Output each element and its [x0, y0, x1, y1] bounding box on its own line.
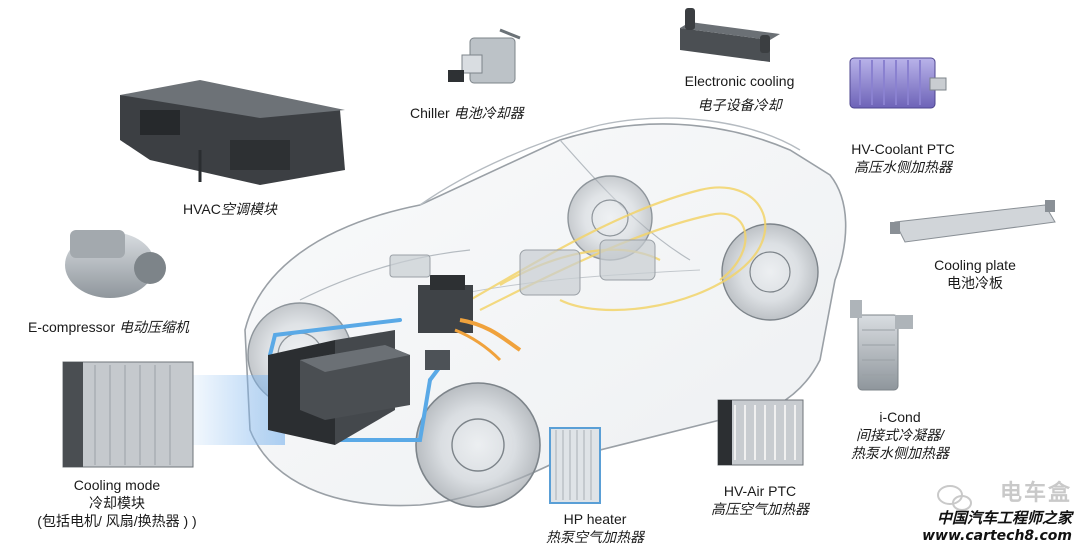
wheel-rear-right — [721, 223, 819, 321]
e-compressor-image — [65, 230, 166, 298]
label-chiller: Chiller 电池冷却器 — [410, 104, 524, 122]
hvac-module-image — [120, 80, 345, 185]
label-i-cond: i-Cond 间接式冷凝器/ 热泵水侧加热器 — [840, 408, 960, 462]
watermark: 电车盒 中国汽车工程师之家 www.cartech8.com — [922, 475, 1072, 544]
label-chiller-en: Chiller — [410, 105, 450, 121]
label-cooling-mode-cn2: (包括电机/ 风扇/换热器 ) ) — [37, 513, 197, 529]
label-hv-coolant-ptc-en: HV-Coolant PTC — [851, 141, 955, 157]
label-hv-air-ptc-cn: 高压空气加热器 — [711, 501, 809, 517]
label-electronic-cooling: Electronic cooling 电子设备冷却 — [672, 72, 807, 114]
label-hvac: HVAC空调模块 — [183, 200, 277, 218]
label-hv-coolant-ptc: HV-Coolant PTC 高压水侧加热器 — [838, 140, 968, 176]
label-cooling-plate-en: Cooling plate — [934, 257, 1016, 273]
label-cooling-mode-en: Cooling mode — [73, 477, 161, 493]
label-hp-heater: HP heater 热泵空气加热器 — [535, 510, 655, 546]
label-e-compressor: E-compressor 电动压缩机 — [28, 318, 189, 336]
battery-box — [300, 345, 410, 420]
cooling-plate-image — [890, 200, 1056, 243]
label-electronic-cooling-en: Electronic cooling — [684, 73, 795, 89]
label-cooling-mode-cn1: 冷却模块 — [89, 495, 145, 511]
hv-coolant-ptc-image — [849, 57, 947, 109]
label-i-cond-cn1: 间接式冷凝器/ — [856, 427, 944, 443]
label-i-cond-cn2: 热泵水侧加热器 — [851, 445, 949, 461]
wheel-front-right — [415, 382, 541, 508]
label-hp-heater-en: HP heater — [563, 511, 627, 527]
hv-air-ptc-image — [717, 399, 804, 466]
label-cooling-plate: Cooling plate 电池冷板 — [920, 256, 1030, 292]
watermark-site: 中国汽车工程师之家 — [936, 509, 1072, 527]
label-hvac-text: HVAC空调模块 — [183, 201, 277, 217]
label-i-cond-en: i-Cond — [879, 409, 921, 425]
label-chiller-cn: 电池冷却器 — [453, 105, 524, 121]
central-thermal-block — [418, 275, 522, 370]
label-e-compressor-en: E-compressor — [28, 319, 116, 335]
watermark-logo-icon — [937, 485, 972, 511]
watermark-brand: 电车盒 — [999, 481, 1072, 506]
label-hv-air-ptc-en: HV-Air PTC — [723, 483, 797, 499]
electronic-cooling-image — [680, 8, 780, 62]
hp-heater-image — [549, 427, 601, 504]
label-hp-heater-cn: 热泵空气加热器 — [546, 529, 644, 545]
label-hv-air-ptc: HV-Air PTC 高压空气加热器 — [700, 482, 820, 518]
label-hv-coolant-ptc-cn: 高压水侧加热器 — [854, 159, 952, 175]
label-electronic-cooling-cn: 电子设备冷却 — [697, 97, 782, 113]
cooling-module-image — [62, 361, 194, 468]
i-cond-image — [850, 300, 913, 391]
chiller-image — [448, 28, 521, 84]
label-cooling-mode: Cooling mode 冷却模块 (包括电机/ 风扇/换热器 ) ) — [22, 476, 212, 530]
watermark-url: www.cartech8.com — [922, 528, 1072, 544]
interior-ducting — [389, 239, 656, 296]
label-e-compressor-cn: 电动压缩机 — [119, 319, 190, 335]
label-cooling-plate-cn: 电池冷板 — [947, 275, 1003, 291]
